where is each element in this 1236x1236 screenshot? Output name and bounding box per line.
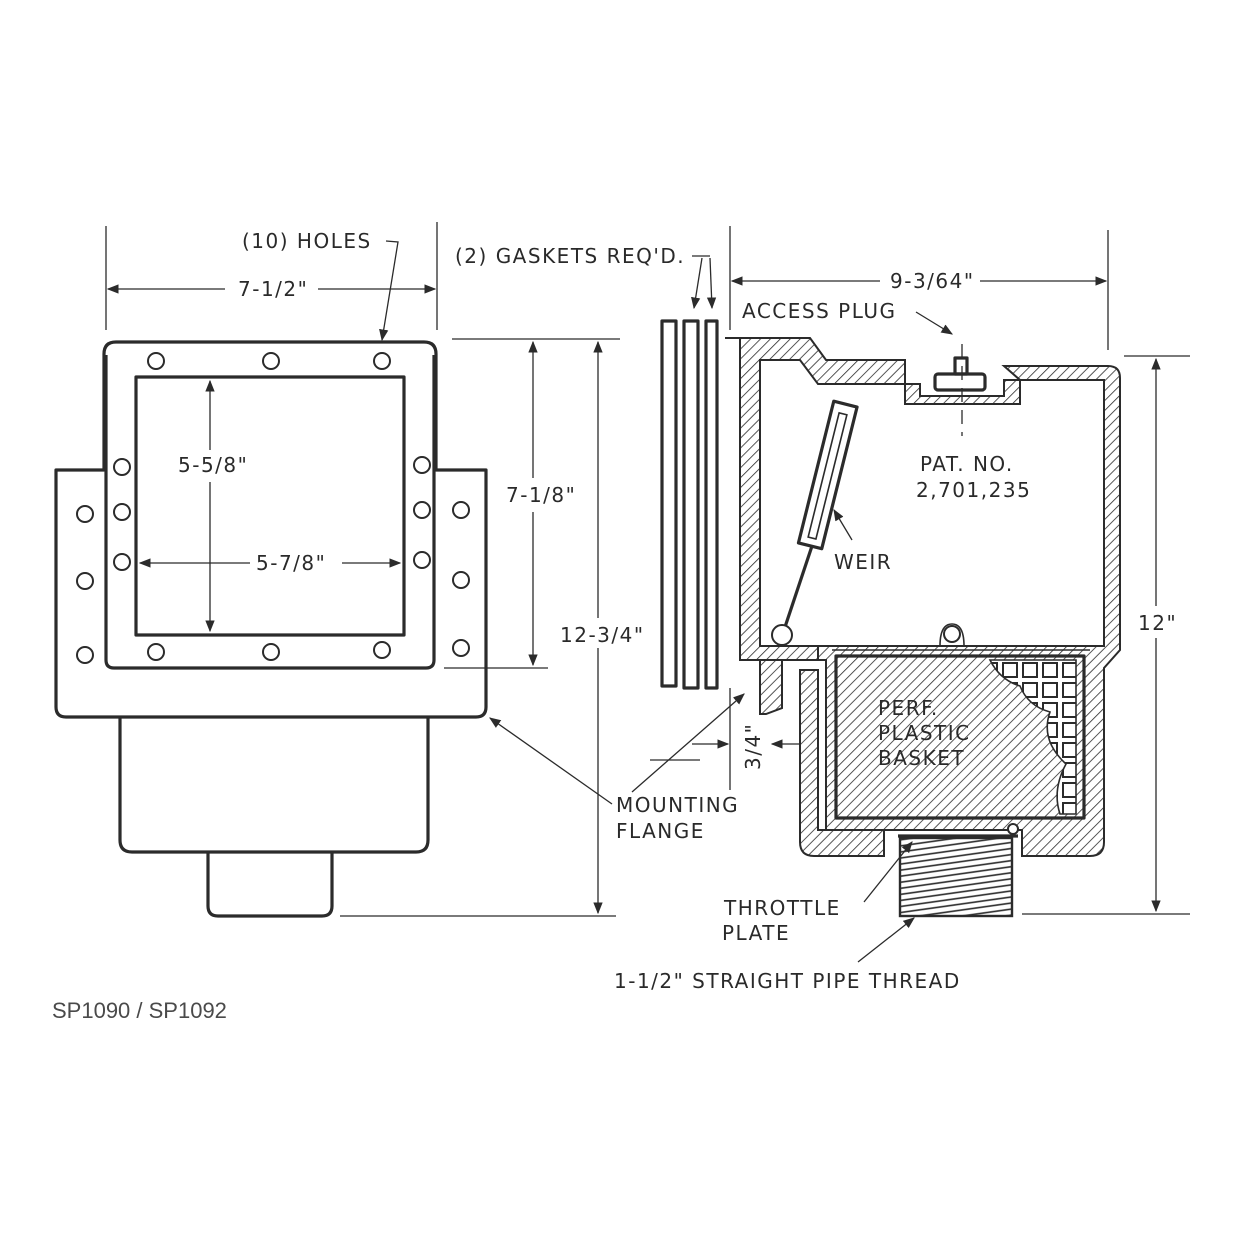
pat-no-line2: 2,701,235 — [916, 478, 1031, 502]
hole — [147, 352, 165, 370]
hole — [373, 641, 391, 659]
skimmer-body-wall — [817, 360, 1121, 857]
hole — [373, 352, 391, 370]
access-plug — [933, 344, 987, 436]
faceplate-inner-border — [104, 355, 436, 670]
front-view: 7-1/2" (10) HOLES 5-5/8" 5-7/8" 7-1/8" 1… — [54, 222, 645, 918]
basket-mesh — [988, 659, 1077, 815]
hole — [113, 458, 131, 476]
hole — [147, 643, 165, 661]
dim-front-height: 7-1/8" — [506, 483, 576, 507]
dim-collar: 3/4" — [741, 723, 765, 770]
throttle-plate-line1: THROTTLE — [723, 896, 841, 920]
basket-label-line3: BASKET — [878, 746, 965, 770]
body-lower-left-wall — [799, 669, 885, 857]
front-body — [118, 718, 430, 854]
hole — [452, 639, 470, 657]
mounting-flange-line1: MOUNTING — [616, 793, 739, 817]
pipe-thread — [898, 836, 1014, 918]
model-number: SP1090 / SP1092 — [52, 998, 227, 1023]
gasket — [682, 319, 700, 690]
hole — [413, 501, 431, 519]
hole — [452, 501, 470, 519]
hole — [113, 553, 131, 571]
pat-no-line1: PAT. NO. — [920, 452, 1014, 476]
dim-opening-width: 5-7/8" — [256, 551, 326, 575]
gaskets-label: (2) GASKETS REQ'D. — [455, 244, 685, 268]
pipe-thread-label: 1-1/2" STRAIGHT PIPE THREAD — [614, 969, 961, 993]
internal-boss — [943, 625, 961, 643]
dim-side-depth: 9-3/64" — [890, 269, 975, 293]
gaskets — [660, 319, 719, 690]
front-pipe-stub — [206, 852, 334, 918]
hole — [262, 352, 280, 370]
dim-side-height: 12" — [1138, 611, 1177, 635]
mounting-holes — [76, 352, 470, 664]
access-plug-label: ACCESS PLUG — [742, 299, 897, 323]
hole — [76, 572, 94, 590]
dim-overall-height: 12-3/4" — [560, 623, 645, 647]
dim-opening-height: 5-5/8" — [178, 453, 248, 477]
hole — [76, 505, 94, 523]
mounting-flange-outline — [54, 340, 488, 719]
holes-label: (10) HOLES — [242, 229, 372, 253]
basket-label-line2: PLASTIC — [878, 721, 971, 745]
hole — [413, 551, 431, 569]
collar — [759, 659, 783, 715]
hole — [262, 643, 280, 661]
hole — [76, 646, 94, 664]
gasket — [704, 319, 719, 690]
hole — [452, 571, 470, 589]
side-section-view: (2) GASKETS REQ'D. ACCESS PLUG 9-3/64" P… — [455, 226, 1190, 993]
perf-plastic-basket — [832, 649, 1090, 820]
gasket — [660, 319, 678, 688]
hole — [113, 503, 131, 521]
dim-front-width: 7-1/2" — [238, 277, 308, 301]
mounting-flange-line2: FLANGE — [616, 819, 705, 843]
front-wall — [725, 337, 906, 661]
faceplate-opening — [134, 375, 406, 637]
basket-label-line1: PERF. — [878, 696, 939, 720]
hole — [413, 456, 431, 474]
weir — [771, 399, 859, 646]
weir-label: WEIR — [834, 550, 892, 574]
throttle-plate-line2: PLATE — [722, 921, 790, 945]
